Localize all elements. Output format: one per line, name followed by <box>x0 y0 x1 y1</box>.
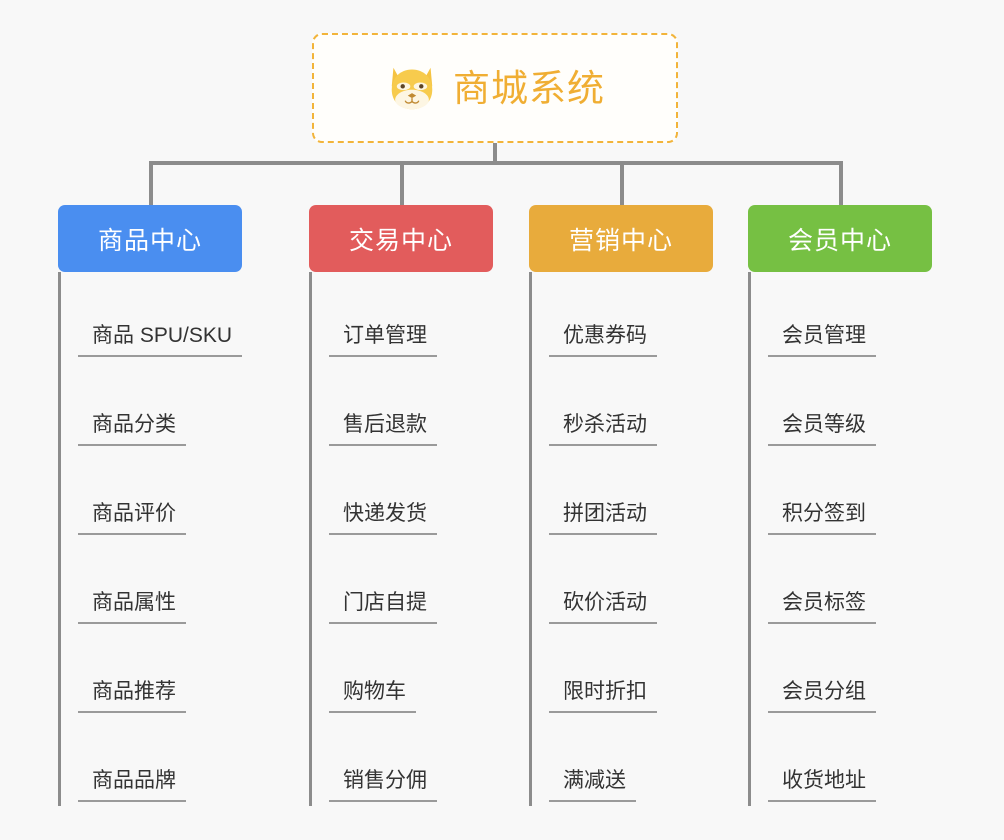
leaf-label: 会员管理 <box>768 324 876 357</box>
leaf-label: 会员分组 <box>768 680 876 713</box>
leaf-item[interactable]: 购物车 <box>309 628 493 717</box>
category-header-2[interactable]: 交易中心 <box>309 205 493 272</box>
leaf-label: 优惠券码 <box>549 324 657 357</box>
leaf-stack-4: 会员管理 会员等级 积分签到 会员标签 会员分组 收货地址 <box>748 272 932 806</box>
leaf-label: 商品评价 <box>78 502 186 535</box>
category-header-4[interactable]: 会员中心 <box>748 205 932 272</box>
leaf-label: 商品品牌 <box>78 769 186 802</box>
leaf-item[interactable]: 门店自提 <box>309 539 493 628</box>
leaf-item[interactable]: 销售分佣 <box>309 717 493 806</box>
leaf-item[interactable]: 优惠券码 <box>529 272 713 361</box>
leaf-label: 订单管理 <box>329 324 437 357</box>
leaf-label: 商品属性 <box>78 591 186 624</box>
leaf-item[interactable]: 订单管理 <box>309 272 493 361</box>
leaf-item[interactable]: 会员等级 <box>748 361 932 450</box>
leaf-label: 商品 SPU/SKU <box>78 324 243 357</box>
leaf-item[interactable]: 收货地址 <box>748 717 932 806</box>
connector-bus <box>149 161 843 165</box>
leaf-label: 积分签到 <box>768 502 876 535</box>
connector-drop-3 <box>620 161 624 205</box>
leaf-item[interactable]: 限时折扣 <box>529 628 713 717</box>
leaf-stack-1: 商品 SPU/SKU 商品分类 商品评价 商品属性 商品推荐 商品品牌 <box>58 272 243 806</box>
category-header-3[interactable]: 营销中心 <box>529 205 713 272</box>
leaf-item[interactable]: 会员分组 <box>748 628 932 717</box>
leaf-label: 商品推荐 <box>78 680 186 713</box>
leaf-label: 快递发货 <box>329 502 437 535</box>
leaf-item[interactable]: 会员管理 <box>748 272 932 361</box>
category-header-1[interactable]: 商品中心 <box>58 205 242 272</box>
connector-drop-2 <box>400 161 404 205</box>
leaf-item[interactable]: 拼团活动 <box>529 450 713 539</box>
leaf-item[interactable]: 商品评价 <box>58 450 242 539</box>
leaf-label: 商品分类 <box>78 413 186 446</box>
leaf-label: 秒杀活动 <box>549 413 657 446</box>
leaf-item[interactable]: 商品 SPU/SKU <box>58 272 243 361</box>
column-member-center: 会员中心 会员管理 会员等级 积分签到 会员标签 会员分组 收货地址 <box>748 205 932 806</box>
leaf-item[interactable]: 售后退款 <box>309 361 493 450</box>
shiba-dog-emoji-icon <box>391 67 433 110</box>
connector-drop-1 <box>149 161 153 205</box>
leaf-stack-2: 订单管理 售后退款 快递发货 门店自提 购物车 销售分佣 <box>309 272 493 806</box>
leaf-label: 收货地址 <box>768 769 876 802</box>
leaf-label: 售后退款 <box>329 413 437 446</box>
leaf-item[interactable]: 满减送 <box>529 717 713 806</box>
leaf-label: 门店自提 <box>329 591 437 624</box>
leaf-item[interactable]: 商品属性 <box>58 539 242 628</box>
leaf-label: 购物车 <box>329 680 416 713</box>
column-marketing-center: 营销中心 优惠券码 秒杀活动 拼团活动 砍价活动 限时折扣 满减送 <box>529 205 713 806</box>
root-title: 商城系统 <box>453 67 605 109</box>
leaf-label: 销售分佣 <box>329 769 437 802</box>
leaf-item[interactable]: 商品品牌 <box>58 717 242 806</box>
connector-drop-4 <box>839 161 843 205</box>
connector-trunk <box>493 143 497 165</box>
leaf-item[interactable]: 会员标签 <box>748 539 932 628</box>
leaf-item[interactable]: 积分签到 <box>748 450 932 539</box>
leaf-label: 限时折扣 <box>549 680 657 713</box>
leaf-label: 满减送 <box>549 769 636 802</box>
leaf-label: 拼团活动 <box>549 502 657 535</box>
leaf-item[interactable]: 秒杀活动 <box>529 361 713 450</box>
leaf-item[interactable]: 商品推荐 <box>58 628 242 717</box>
root-node[interactable]: 商城系统 <box>312 33 678 143</box>
leaf-item[interactable]: 快递发货 <box>309 450 493 539</box>
leaf-label: 砍价活动 <box>549 591 657 624</box>
leaf-label: 会员等级 <box>768 413 876 446</box>
leaf-stack-3: 优惠券码 秒杀活动 拼团活动 砍价活动 限时折扣 满减送 <box>529 272 713 806</box>
leaf-label: 会员标签 <box>768 591 876 624</box>
column-product-center: 商品中心 商品 SPU/SKU 商品分类 商品评价 商品属性 商品推荐 商品品牌 <box>58 205 243 806</box>
leaf-item[interactable]: 商品分类 <box>58 361 242 450</box>
leaf-item[interactable]: 砍价活动 <box>529 539 713 628</box>
column-trade-center: 交易中心 订单管理 售后退款 快递发货 门店自提 购物车 销售分佣 <box>309 205 493 806</box>
